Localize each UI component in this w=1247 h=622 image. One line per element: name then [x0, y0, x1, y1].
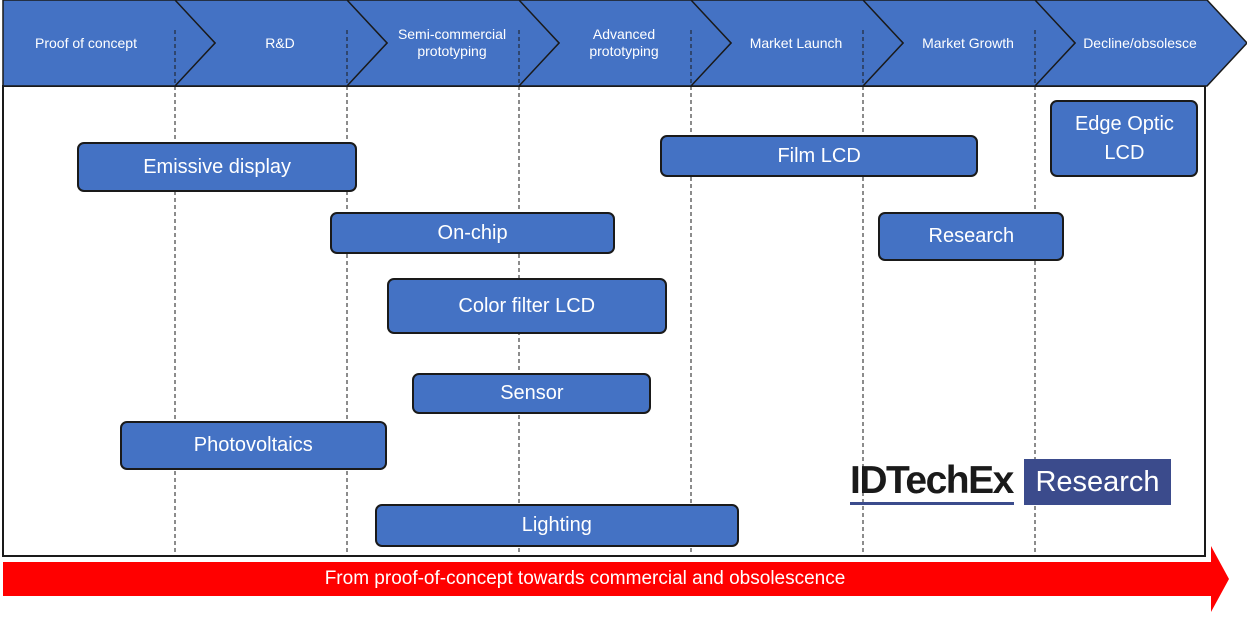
- technology-bar: Edge Optic LCD: [1050, 100, 1199, 177]
- technology-bar: Color filter LCD: [386, 278, 667, 334]
- logo-tag: Research: [1024, 459, 1171, 505]
- technology-bar: Research: [878, 212, 1065, 261]
- technology-bar: Film LCD: [660, 135, 979, 177]
- logo-underline: [850, 502, 1014, 505]
- progress-arrow: [3, 546, 1229, 612]
- stage-chevron: [2, 0, 217, 87]
- technology-bar: Lighting: [374, 504, 740, 547]
- logo-brand: IDTechEx: [850, 459, 1014, 502]
- technology-bar: Sensor: [412, 373, 652, 414]
- technology-bar: Emissive display: [76, 142, 358, 192]
- technology-bar: On-chip: [329, 212, 616, 254]
- technology-bar: Photovoltaics: [119, 421, 387, 470]
- progress-arrow-label: From proof-of-concept towards commercial…: [324, 568, 846, 589]
- idtechex-logo: IDTechEx Research: [848, 458, 1172, 506]
